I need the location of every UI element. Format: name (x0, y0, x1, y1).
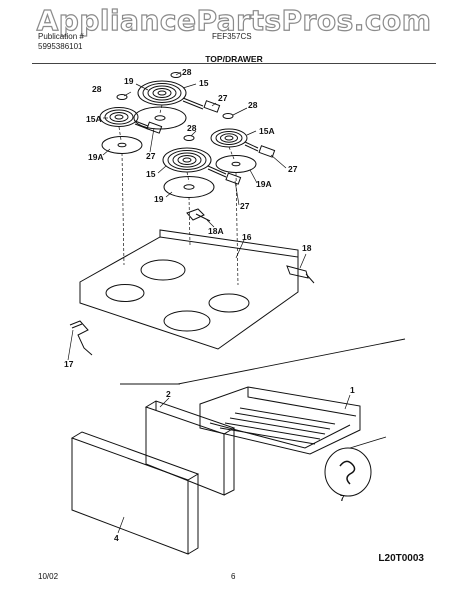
callout-28-left: 28 (92, 84, 102, 94)
callout-28-center: 28 (187, 123, 197, 133)
drip-bowl-large-front (163, 176, 215, 198)
trim-ring-28-center (183, 135, 195, 141)
callout-18: 18 (302, 243, 312, 253)
publication-number: 5995386101 (38, 42, 83, 51)
callout-16: 16 (242, 232, 252, 242)
drawer-front-2 (144, 400, 236, 496)
trim-ring-28-right (222, 113, 234, 119)
callout-15A-right: 15A (259, 126, 275, 136)
callout-28-top: 28 (182, 67, 192, 77)
drip-bowl-small-right (215, 155, 257, 173)
callout-15A-left: 15A (86, 114, 102, 124)
section-divider-line (177, 338, 406, 385)
callout-27-d: 27 (240, 201, 250, 211)
drawer-box-1 (199, 386, 361, 455)
callout-17: 17 (64, 359, 74, 369)
callout-19-front: 19 (154, 194, 164, 204)
publication-label: Publication # (38, 32, 84, 41)
main-top-16 (79, 229, 299, 350)
model-number: FEF357CS (212, 32, 252, 41)
callout-19A-right: 19A (256, 179, 272, 189)
drip-bowl-large-rear (133, 106, 187, 130)
receptacle-27-b (146, 121, 163, 134)
trim-ring-28-left (116, 94, 128, 100)
diagram-code: L20T0003 (378, 553, 424, 564)
bracket-18 (286, 265, 315, 284)
callout-7: 7 (340, 493, 345, 503)
receptacle-27-a (203, 100, 221, 113)
callout-27-b: 27 (146, 151, 156, 161)
callout-4: 4 (114, 533, 119, 543)
callout-28-right: 28 (248, 100, 258, 110)
surface-element-small-right (210, 128, 259, 152)
callout-15-front: 15 (146, 169, 156, 179)
callout-15-top: 15 (199, 78, 209, 88)
callout-2: 2 (166, 389, 171, 399)
surface-element-large-front (162, 147, 227, 178)
callout-labels: 28 28 19 15 27 28 15A 15A 28 27 19A 27 1… (64, 67, 355, 543)
footer-date: 10/02 (38, 572, 59, 581)
callout-18A: 18A (208, 226, 224, 236)
callout-27-a: 27 (218, 93, 228, 103)
watermark: AppliancePartsPros.com (36, 3, 432, 37)
top-prop-rod-17 (69, 320, 93, 356)
trim-ring-28-top (170, 72, 182, 78)
drawer-panel-4 (70, 431, 200, 555)
surface-element-small-left (99, 107, 149, 130)
bracket-18A (186, 208, 211, 222)
header-rule (32, 63, 436, 64)
footer-page-number: 6 (231, 572, 236, 581)
receptacle-27-c (258, 145, 276, 158)
section-title: TOP/DRAWER (205, 54, 263, 64)
receptacle-27-d (225, 172, 242, 185)
callout-1: 1 (350, 385, 355, 395)
callout-19-top: 19 (124, 76, 134, 86)
surface-element-large-rear (137, 80, 204, 110)
callout-27-c: 27 (288, 164, 298, 174)
callout-19A-left: 19A (88, 152, 104, 162)
detail-callout-7 (324, 436, 387, 497)
